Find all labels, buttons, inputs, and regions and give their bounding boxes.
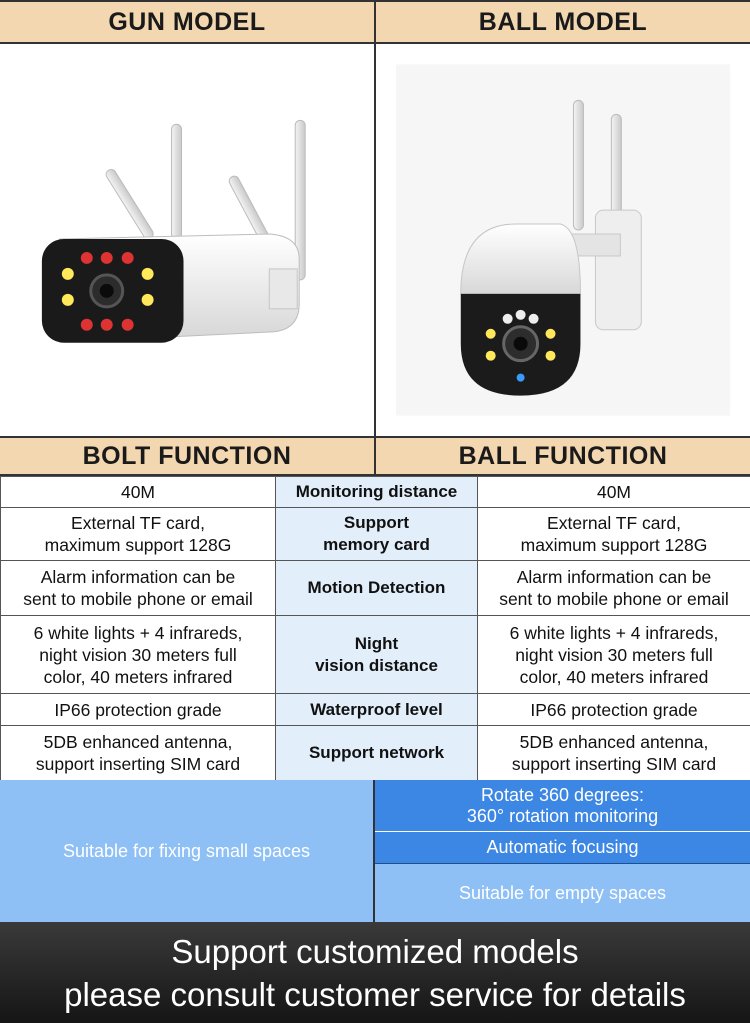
- bolt-spec-cell: 6 white lights + 4 infrareds, night visi…: [0, 615, 276, 694]
- spec-label-cell: Waterproof level: [275, 693, 478, 726]
- gun-extra-feature: Suitable for fixing small spaces: [0, 780, 375, 922]
- focus-feature: Automatic focusing: [375, 832, 750, 864]
- spec-label-cell: Motion Detection: [275, 560, 478, 616]
- ball-function-title: BALL FUNCTION: [374, 438, 750, 474]
- bolt-spec-cell: IP66 protection grade: [0, 693, 276, 726]
- spec-label-cell: Support network: [275, 725, 478, 781]
- table-row: External TF card, maximum support 128G S…: [0, 507, 750, 561]
- ball-model-title: BALL MODEL: [374, 2, 750, 42]
- spec-label-cell: Monitoring distance: [275, 476, 478, 508]
- bolt-spec-cell: 5DB enhanced antenna, support inserting …: [0, 725, 276, 781]
- spec-table: 40M Monitoring distance 40M External TF …: [0, 476, 750, 781]
- ball-spec-cell: 6 white lights + 4 infrareds, night visi…: [477, 615, 750, 694]
- bolt-spec-cell: External TF card, maximum support 128G: [0, 507, 276, 561]
- function-header-row: BOLT FUNCTION BALL FUNCTION: [0, 436, 750, 476]
- footer-line-2: please consult customer service for deta…: [64, 975, 686, 1013]
- bolt-spec-cell: Alarm information can be sent to mobile …: [0, 560, 276, 616]
- table-row: IP66 protection grade Waterproof level I…: [0, 693, 750, 726]
- spec-label-cell: Night vision distance: [275, 615, 478, 694]
- ball-spec-cell: External TF card, maximum support 128G: [477, 507, 750, 561]
- ball-camera-image: [374, 44, 750, 436]
- bolt-spec-cell: 40M: [0, 476, 276, 508]
- extra-features: Suitable for fixing small spaces Rotate …: [0, 780, 750, 922]
- model-header-row: GUN MODEL BALL MODEL: [0, 0, 750, 44]
- spec-label-cell: Support memory card: [275, 507, 478, 561]
- table-row: 5DB enhanced antenna, support inserting …: [0, 725, 750, 781]
- table-row: 40M Monitoring distance 40M: [0, 476, 750, 508]
- table-row: 6 white lights + 4 infrareds, night visi…: [0, 615, 750, 694]
- ball-spec-cell: Alarm information can be sent to mobile …: [477, 560, 750, 616]
- product-photos: [0, 44, 750, 436]
- ball-extra-features: Rotate 360 degrees: 360° rotation monito…: [375, 780, 750, 922]
- table-row: Alarm information can be sent to mobile …: [0, 560, 750, 616]
- gun-model-title: GUN MODEL: [108, 7, 266, 36]
- ball-spec-cell: 40M: [477, 476, 750, 508]
- empty-spaces-feature: Suitable for empty spaces: [375, 864, 750, 922]
- bolt-function-title: BOLT FUNCTION: [82, 441, 292, 470]
- footer-banner: Support customized models please consult…: [0, 922, 750, 1023]
- footer-line-1: Support customized models: [171, 932, 579, 970]
- rotation-feature: Rotate 360 degrees: 360° rotation monito…: [375, 780, 750, 832]
- ball-spec-cell: IP66 protection grade: [477, 693, 750, 726]
- ball-spec-cell: 5DB enhanced antenna, support inserting …: [477, 725, 750, 781]
- gun-camera-image: [0, 44, 374, 436]
